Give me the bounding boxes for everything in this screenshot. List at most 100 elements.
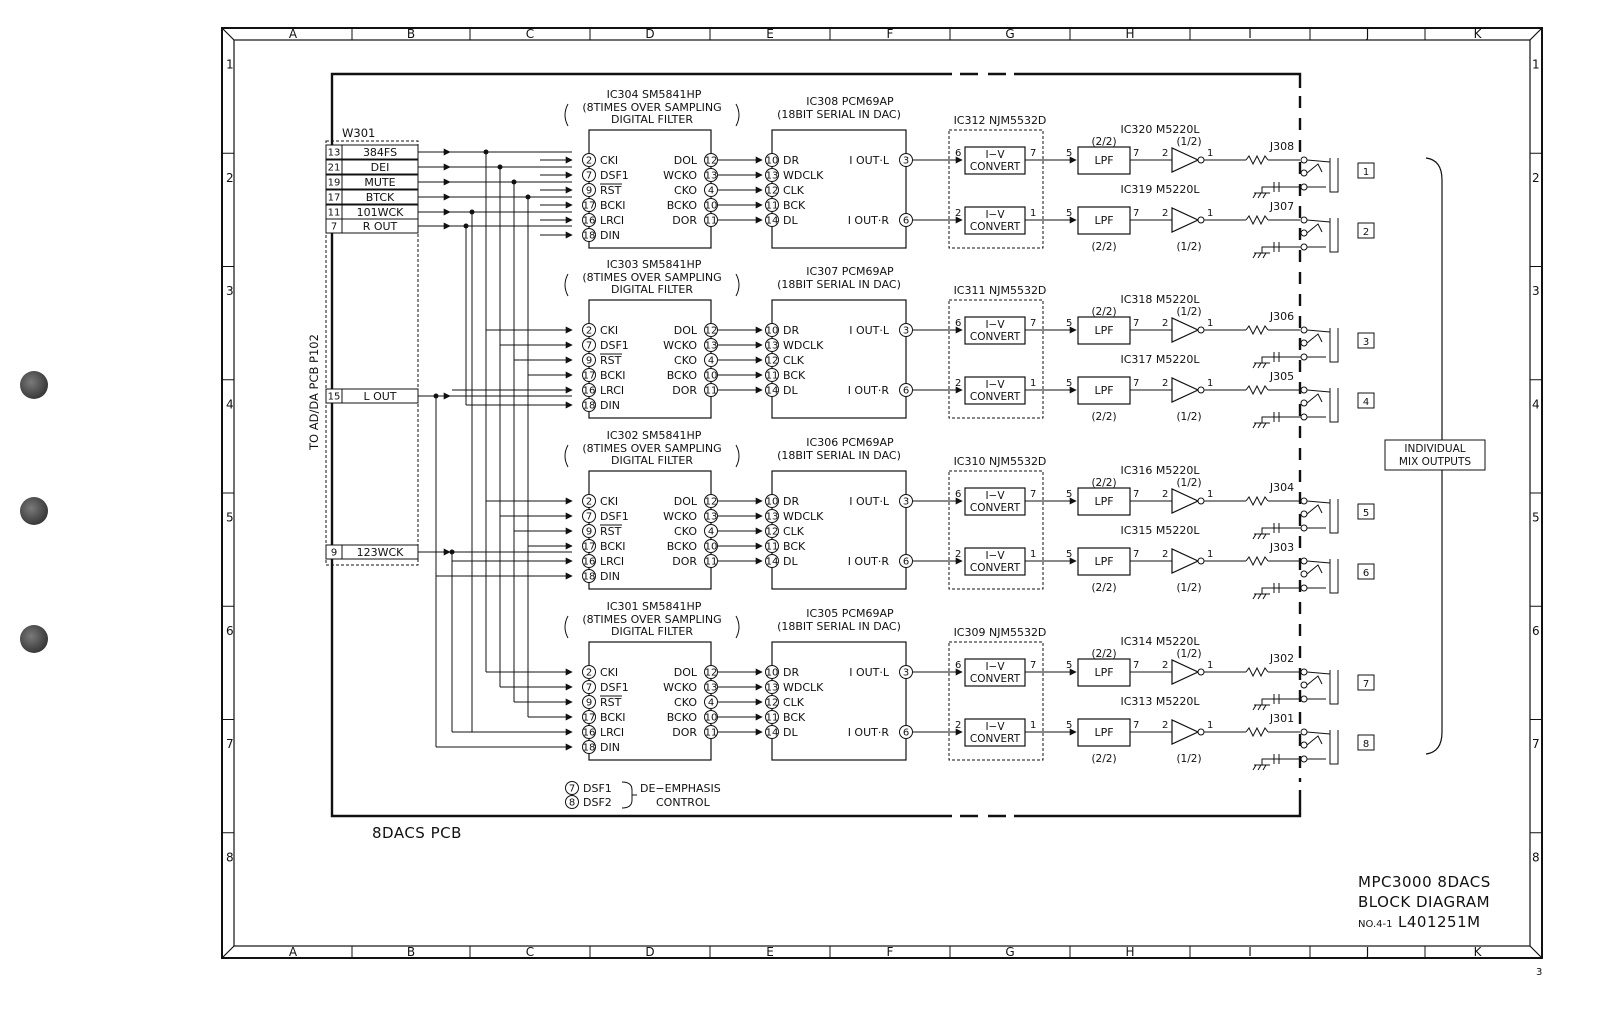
- iv-output-pin: 7: [1030, 489, 1036, 500]
- filter-input-pin-number-circle: [582, 353, 596, 367]
- jack-body: [1306, 670, 1339, 705]
- dac-input-pin-number-circle: [765, 524, 779, 538]
- connector-pin-number: 19: [328, 178, 341, 189]
- title-line-1: MPC3000 8DACS: [1358, 873, 1491, 891]
- buffer-output-pin: 1: [1207, 148, 1213, 159]
- filter-output-pin-number: 12: [705, 668, 718, 679]
- dac-input-pin-number: 13: [766, 341, 779, 352]
- jack-body: [1306, 158, 1339, 193]
- iv-input-pin: 2: [955, 208, 961, 219]
- output-resistor: [1245, 384, 1269, 396]
- output-number-box: [1357, 734, 1375, 751]
- filter-desc-paren: [564, 444, 740, 468]
- iv-convert-label-1: I−V: [985, 209, 1005, 221]
- grid-row-right-8: 8: [1532, 850, 1540, 864]
- iv-output-pin: 7: [1030, 318, 1036, 329]
- dac-input-pin-number: 13: [766, 683, 779, 694]
- lpf-output-pin: 7: [1133, 148, 1139, 159]
- output-number-box: [1357, 162, 1375, 179]
- jack-contact: [1300, 570, 1308, 578]
- grid-col-top-K: K: [1474, 27, 1483, 41]
- filter-input-pin-number: 17: [583, 542, 596, 553]
- buffer-part-number: (1/2): [1176, 753, 1201, 765]
- lpf-ic-label: IC315 M5220L: [1120, 524, 1200, 537]
- filter-output-pin-number-circle: [704, 494, 718, 508]
- lpf-input-pin: 5: [1066, 489, 1072, 500]
- iv-convert-label-1: I−V: [985, 490, 1005, 502]
- filter-ic-label: IC302 SM5841HP: [607, 429, 702, 442]
- filter-input-pin-name: CKI: [600, 324, 618, 337]
- dac-input-pin-name: DR: [783, 154, 799, 167]
- connector-name: W301: [342, 126, 375, 140]
- lpf-ic-label: IC313 M5220L: [1120, 695, 1200, 708]
- filter-input-pin-name: DIN: [600, 741, 620, 754]
- jack-contact: [1300, 156, 1308, 164]
- filter-output-pin-number-circle: [704, 695, 718, 709]
- lpf-part-number: (2/2): [1091, 306, 1116, 318]
- filter-output-pin-number-circle: [704, 213, 718, 227]
- jack-body: [1306, 499, 1339, 534]
- filter-output-pin-number-circle: [704, 509, 718, 523]
- iv-convert-label-2: CONVERT: [970, 562, 1021, 574]
- iv-convert-label-1: I−V: [985, 721, 1005, 733]
- filter-input-pin-number: 18: [583, 401, 596, 412]
- connector-pin-number: 9: [331, 548, 337, 559]
- filter-output-pin-name: WCKO: [663, 681, 697, 694]
- dac-input-pin-number: 10: [766, 497, 779, 508]
- lpf-block: [1077, 376, 1131, 405]
- filter-ic-label: IC301 SM5841HP: [607, 600, 702, 613]
- filter-input-pin-name: BCKI: [600, 369, 626, 382]
- lpf-block: [1077, 316, 1131, 345]
- channel-group-3: IC302 SM5841HP(8TIMES OVER SAMPLINGDIGIT…: [564, 429, 1375, 600]
- dac-input-pin-number: 12: [766, 186, 779, 197]
- grid-row-left-7: 7: [226, 737, 234, 751]
- filter-input-pin-number: 9: [586, 356, 592, 367]
- jack-contact: [1300, 584, 1308, 592]
- dac-input-pin-number-circle: [765, 494, 779, 508]
- jack-contact: [1300, 668, 1308, 676]
- filter-input-pin-number: 16: [583, 728, 596, 739]
- buffer-output-bubble: [1197, 386, 1205, 394]
- dac-input-pin-number-circle: [765, 213, 779, 227]
- filter-output-pin-number-circle: [704, 353, 718, 367]
- filter-input-pin-number: 9: [586, 698, 592, 709]
- dac-input-pin-number-circle: [765, 338, 779, 352]
- lpf-ic-label: IC320 M5220L: [1120, 123, 1200, 136]
- dac-input-pin-name: BCK: [783, 369, 806, 382]
- lpf-output-pin: 7: [1133, 660, 1139, 671]
- clock-and-data-bus: [418, 148, 573, 751]
- dac-input-pin-number-circle: [765, 680, 779, 694]
- jack-contact: [1300, 326, 1308, 334]
- output-number: 7: [1363, 679, 1369, 690]
- filter-desc-line2: DIGITAL FILTER: [611, 625, 693, 638]
- channel-group-1: IC304 SM5841HP(8TIMES OVER SAMPLINGDIGIT…: [564, 88, 1375, 259]
- iv-convert-label-1: I−V: [985, 149, 1005, 161]
- filter-desc-line1: (8TIMES OVER SAMPLING: [582, 101, 721, 114]
- dac-desc: (18BIT SERIAL IN DAC): [777, 620, 901, 633]
- filter-output-pin-name: WCKO: [663, 339, 697, 352]
- filter-input-pin-number-circle: [582, 740, 596, 754]
- filter-output-pin-number: 10: [705, 201, 718, 212]
- filter-input-pin-name: RST: [600, 184, 622, 197]
- binder-hole-bottom: [20, 625, 48, 653]
- iv-ic-label: IC312 NJM5532D: [954, 114, 1047, 127]
- digital-filter-block: [588, 470, 712, 590]
- filter-output-pin-number-circle: [704, 338, 718, 352]
- dac-block: [771, 470, 907, 590]
- iv-convert-label-2: CONVERT: [970, 502, 1021, 514]
- filter-input-pin-name: RST: [600, 354, 622, 367]
- filter-input-pin-number-circle: [582, 183, 596, 197]
- dac-input-pin-number-circle: [765, 198, 779, 212]
- lpf-ic-label: IC317 M5220L: [1120, 353, 1200, 366]
- filter-input-pin-name: DSF1: [600, 681, 629, 694]
- connector-pin-label: 101WCK: [357, 206, 405, 219]
- filter-output-pin-number: 4: [708, 186, 714, 197]
- grid-row-right-4: 4: [1532, 397, 1540, 411]
- grid-col-bottom-J: J: [1365, 945, 1370, 959]
- iv-convert-label-1: I−V: [985, 550, 1005, 562]
- page-number: 3: [1536, 967, 1542, 978]
- lpf-block: [1077, 206, 1131, 235]
- filter-input-pin-name: RST: [600, 525, 622, 538]
- iv-input-pin: 6: [955, 660, 961, 671]
- output-number: 1: [1363, 167, 1369, 178]
